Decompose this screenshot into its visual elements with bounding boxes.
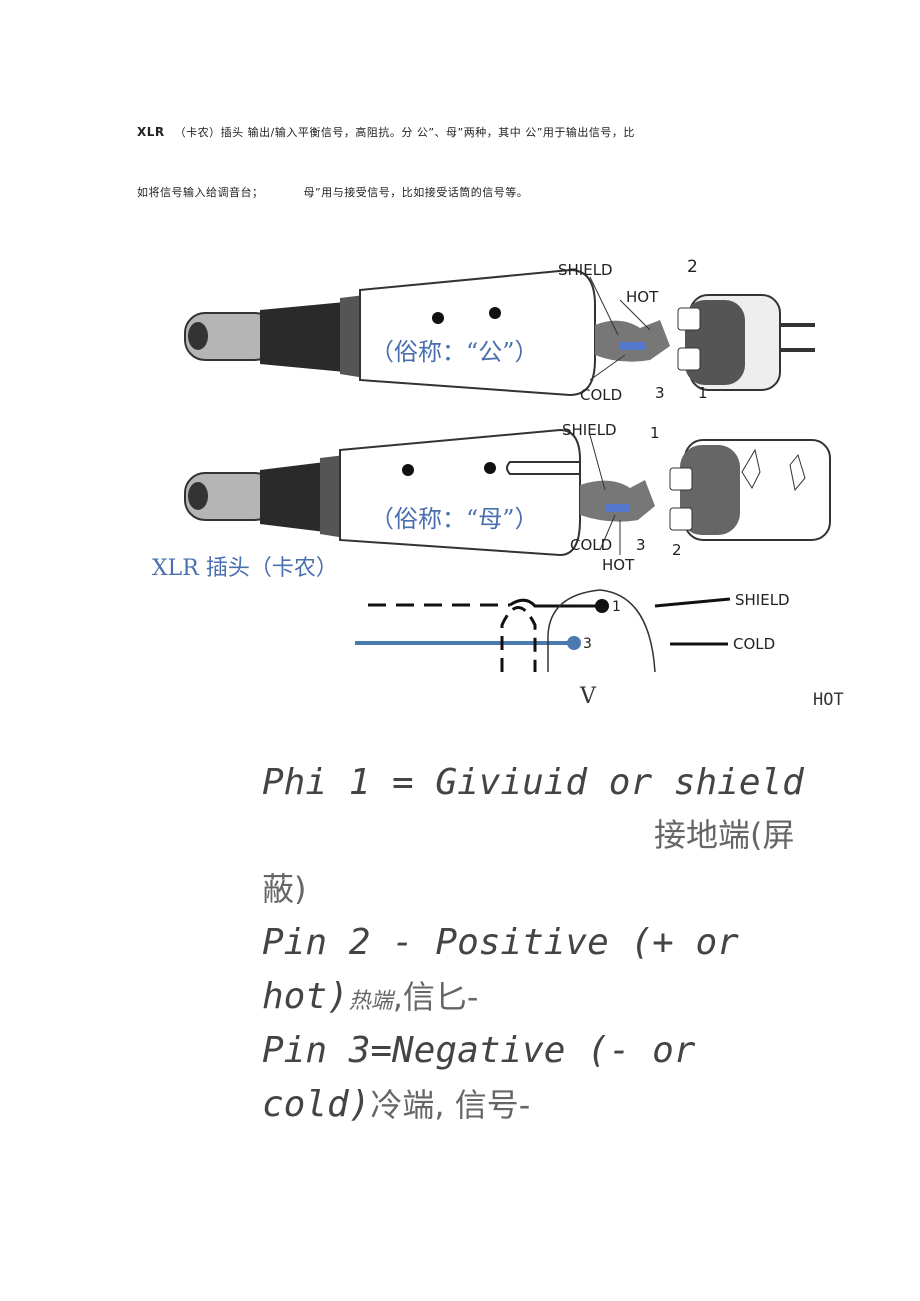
- female-connector: （俗称：“母”） SHIELD 1 COLD HOT 3 2: [184, 421, 831, 574]
- pin1-line: Phi 1 = Giviuid or shield: [262, 762, 804, 803]
- xlr-connector-figure: （俗称：“公”） SHIELD HOT COLD 2 3 1 （俗称：“母”）: [152, 257, 831, 672]
- pin2-line-b: hot)热端,信匕-: [262, 972, 478, 1018]
- pin3-cn: 冷端, 信号-: [370, 1086, 531, 1124]
- v-mark: V: [580, 684, 596, 709]
- figure-caption: XLR 插头（卡农）: [152, 556, 338, 581]
- hot-label: HOT: [813, 690, 844, 710]
- male-pin-3: 3: [655, 384, 665, 402]
- male-pin-2: 2: [687, 257, 698, 277]
- pin2-line: Pin 2 - Positive (+ or: [262, 922, 739, 963]
- male-cold: COLD: [580, 386, 622, 404]
- female-shield: SHIELD: [562, 421, 617, 439]
- diag-pin-3: 3: [583, 636, 592, 652]
- intro-line-1: XLR （卡农）插头 输出/输入平衡信号，高阻抗。分 公”、母”两种，其中 公”用…: [137, 124, 635, 140]
- male-label: （俗称：“公”）: [370, 338, 539, 366]
- intro-line-2: 如将信号输入给调音台； 母”用与接受信号，比如接受话筒的信号等。: [137, 184, 528, 200]
- diag-pin-1: 1: [612, 599, 621, 615]
- female-pin-1: 1: [650, 424, 660, 442]
- pin1-cn-a: 接地端(屏: [654, 816, 795, 854]
- female-label: （俗称：“母”）: [370, 505, 539, 533]
- intro-text-2a: 如将信号输入给调音台；: [137, 186, 264, 199]
- female-hot: HOT: [602, 556, 635, 574]
- pin-diagram: 1 3 SHIELD COLD: [355, 589, 790, 672]
- male-hot: HOT: [626, 288, 659, 306]
- diag-shield: SHIELD: [735, 591, 790, 609]
- pin2-cn: ,信匕-: [392, 978, 479, 1016]
- male-connector: （俗称：“公”） SHIELD HOT COLD 2 3 1: [184, 257, 815, 404]
- pin2-en-b: hot): [262, 976, 349, 1017]
- female-cold: COLD: [570, 536, 612, 554]
- male-pin-1: 1: [698, 384, 708, 402]
- female-pin-2: 2: [672, 541, 682, 559]
- intro-text-1: （卡农）插头 输出/输入平衡信号，高阻抗。分 公”、母”两种，其中 公”用于输出…: [174, 126, 635, 139]
- pin3-line: Pin 3=Negative (- or: [262, 1030, 696, 1071]
- intro-text-2b: 母”用与接受信号，比如接受话筒的信号等。: [303, 186, 529, 199]
- female-pin-3: 3: [636, 536, 646, 554]
- xlr-label: XLR: [137, 125, 165, 139]
- male-shield: SHIELD: [558, 261, 613, 279]
- pin3-en-b: cold): [262, 1084, 371, 1125]
- pin3-line-b: cold)冷端, 信号-: [262, 1080, 530, 1126]
- diag-cold: COLD: [733, 635, 775, 653]
- pin2-cn-small: 热端: [348, 989, 393, 1014]
- pin1-cn-b: 蔽): [262, 870, 307, 908]
